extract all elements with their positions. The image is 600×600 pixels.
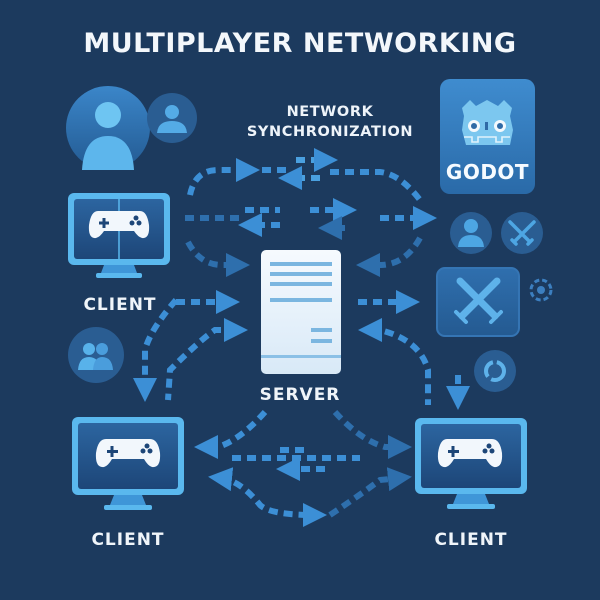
server-label: SERVER [259,385,341,405]
gamepad-icon [95,439,161,468]
flow-arrow [165,318,248,401]
target-dashed-icon [529,278,553,302]
client-monitor-bottom-left[interactable] [72,417,184,510]
flow-arrow [328,467,412,518]
client-label-top-left: CLIENT [83,295,157,315]
client-label-bottom-right: CLIENT [434,530,508,550]
flow-arrow [185,240,250,277]
client-monitor-bottom-right[interactable] [415,418,527,509]
flow-arrow [208,467,327,527]
subtitle-line-1: NETWORK [286,104,374,120]
subtitle-line-2: SYNCHRONIZATION [246,124,414,140]
client-label-bottom-left: CLIENT [91,530,165,550]
user-circle-icon [450,212,492,254]
server-icon[interactable] [261,250,341,374]
sync-ring-icon [474,350,516,392]
flow-arrow [330,169,423,202]
diagram-title: MULTIPLAYER NETWORKING [83,28,517,59]
godot-label: GODOT [445,160,530,184]
crossed-swords-circle-icon [501,212,543,254]
godot-badge[interactable] [440,79,535,194]
flow-arrow [356,236,423,277]
client-monitor-top-left[interactable] [68,193,170,278]
gamepad-icon [437,439,503,468]
user-avatar-small-icon [147,93,197,143]
flow-arrow [358,318,431,405]
crossed-swords-tile-icon[interactable] [436,267,520,337]
sync-flows [133,148,470,527]
flow-arrow [332,410,412,459]
diagram-subtitle: NETWORK SYNCHRONIZATION [240,102,420,142]
gamepad-icon [88,211,150,239]
users-group-icon [68,327,124,383]
flow-arrow [194,410,268,459]
user-avatar-icon [66,86,150,170]
flow-arrow [133,298,179,402]
flow-arrow [187,158,260,196]
godot-logo-icon [462,100,513,145]
